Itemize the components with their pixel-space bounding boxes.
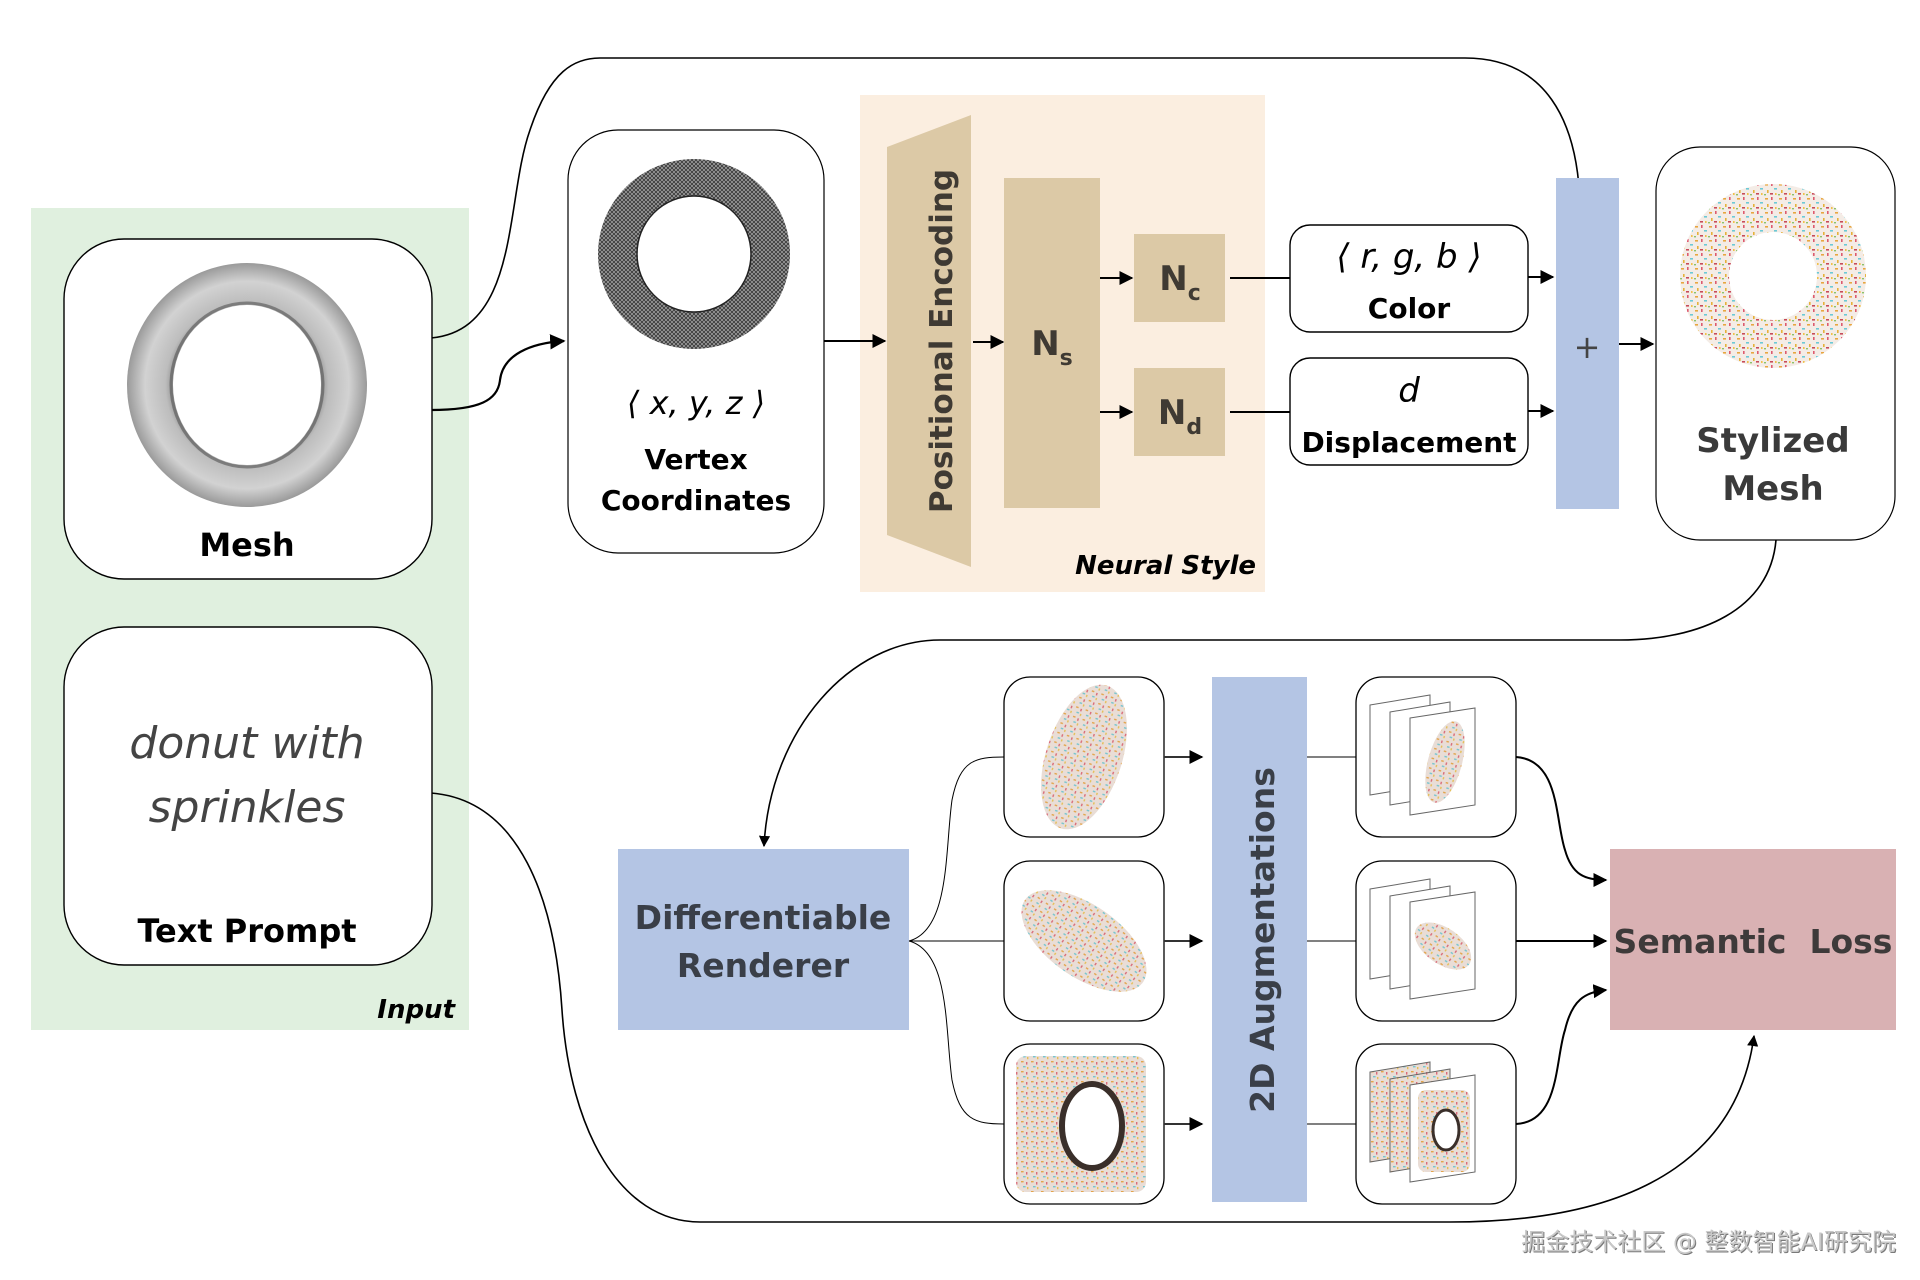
augmentations-label: 2D Augmentations [1243, 767, 1282, 1113]
nc-subscript: c [1188, 281, 1201, 306]
renderer-label-line1: Differentiable [635, 898, 892, 937]
rendered-view-2 [1003, 860, 1165, 1022]
stack1-to-loss-arrow [1515, 756, 1608, 887]
nd-subscript: d [1186, 415, 1202, 440]
text-prompt-card [63, 626, 433, 966]
nc-block [1134, 234, 1225, 322]
vertex-label-line2: Coordinates [601, 484, 791, 517]
augmented-stack-2 [1355, 860, 1517, 1022]
semantic-loss-label: Semantic Loss [1614, 922, 1893, 961]
augmented-stack-3 [1355, 1043, 1517, 1205]
watermark: 掘金技术社区 @ 整数智能AI研究院 [1521, 1228, 1896, 1256]
positional-encoding-block [887, 115, 971, 567]
wireframe-torus-image [598, 159, 790, 349]
sum-block [1556, 178, 1619, 509]
renderer-to-view3-line [908, 940, 1005, 1125]
skip-connection-line [430, 57, 1586, 339]
rendered-view-3 [1003, 1043, 1165, 1205]
color-card [1289, 224, 1529, 333]
renderer-label-line2: Renderer [677, 946, 850, 985]
ns-block [1004, 178, 1100, 508]
nc-base: N [1159, 259, 1187, 299]
renderer-to-view1-line [908, 756, 1005, 942]
nd-block [1134, 368, 1225, 456]
stylized-to-renderer-arrow [758, 539, 1777, 848]
displacement-label: Displacement [1301, 426, 1516, 459]
displacement-card [1289, 357, 1529, 466]
prompt-text-line1: donut with [129, 718, 364, 769]
mesh-torus-image [127, 263, 367, 507]
prompt-to-loss-arrow [430, 792, 1759, 1223]
vertex-math-label: ⟨ x, y, z ⟩ [627, 384, 765, 422]
ns-subscript: s [1060, 346, 1073, 371]
input-panel-label: Input [377, 995, 456, 1025]
augmented-stack-1 [1355, 676, 1517, 838]
nd-label: Nd [1158, 393, 1202, 440]
nc-label: Nc [1159, 259, 1201, 306]
mesh-to-vertex-arrow [430, 334, 566, 412]
stack3-to-loss-arrow [1515, 984, 1608, 1125]
rendered-view-1 [1003, 676, 1165, 838]
stylized-label-line2: Mesh [1722, 469, 1823, 509]
differentiable-renderer-block [618, 849, 909, 1030]
augmentations-block [1212, 677, 1307, 1202]
ns-label: Ns [1031, 324, 1073, 371]
plus-sign: + [1574, 328, 1601, 366]
stylized-label-line1: Stylized [1696, 421, 1849, 461]
semantic-loss-block [1610, 849, 1896, 1030]
displacement-math-label: d [1398, 371, 1420, 411]
positional-encoding-label: Positional Encoding [924, 169, 960, 513]
mesh-label: Mesh [199, 526, 294, 564]
prompt-text-line2: sprinkles [149, 782, 346, 833]
neural-style-label: Neural Style [1075, 551, 1256, 581]
color-math-label: ⟨ r, g, b ⟩ [1336, 237, 1481, 277]
vertex-label-line1: Vertex [644, 443, 747, 476]
sprinkled-torus-image [1680, 184, 1866, 368]
text-prompt-label: Text Prompt [137, 912, 356, 950]
ns-base: N [1031, 324, 1059, 364]
color-label: Color [1368, 292, 1451, 325]
nd-base: N [1158, 393, 1186, 433]
